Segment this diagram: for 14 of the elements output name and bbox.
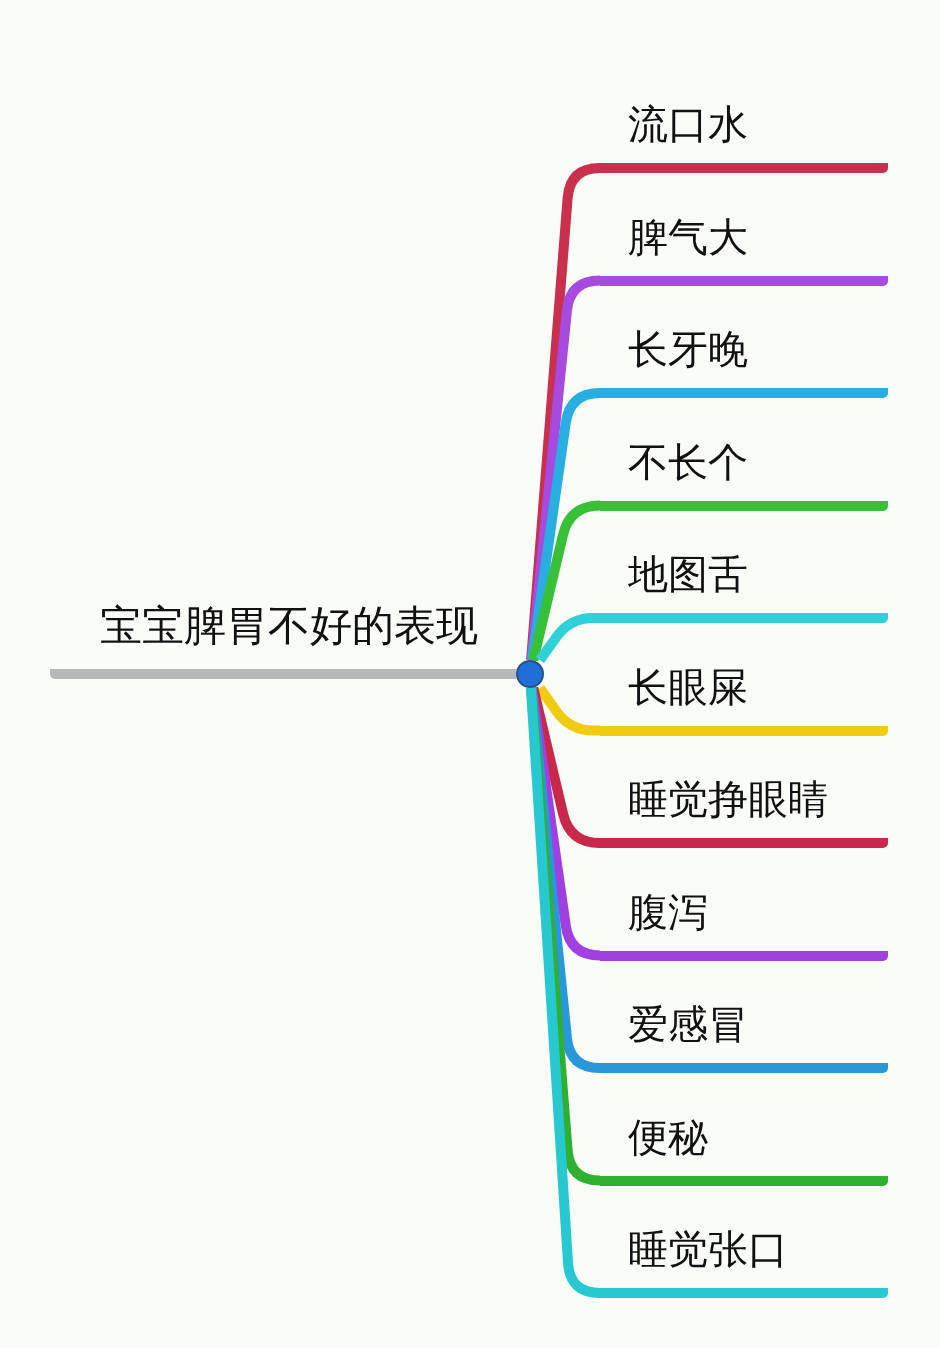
branch-topic: 长牙晚 — [600, 324, 888, 398]
branch-topic: 长眼屎 — [600, 661, 888, 736]
branch-topic: 便秘 — [600, 1111, 888, 1186]
branch-topic: 流口水 — [600, 99, 888, 173]
branch-topic: 爱感冒 — [600, 999, 888, 1073]
central-topic: 宝宝脾胃不好的表现 — [50, 600, 508, 679]
branch-topic: 腹泻 — [600, 886, 888, 961]
branch-topic: 地图舌 — [600, 549, 888, 623]
connector-line — [508, 669, 516, 679]
junction-dot — [516, 660, 544, 688]
branch-topic: 脾气大 — [600, 211, 888, 286]
branch-topic: 不长个 — [600, 436, 888, 511]
branch-topic: 睡觉挣眼睛 — [600, 774, 888, 848]
branch-topic: 睡觉张口 — [600, 1224, 888, 1298]
